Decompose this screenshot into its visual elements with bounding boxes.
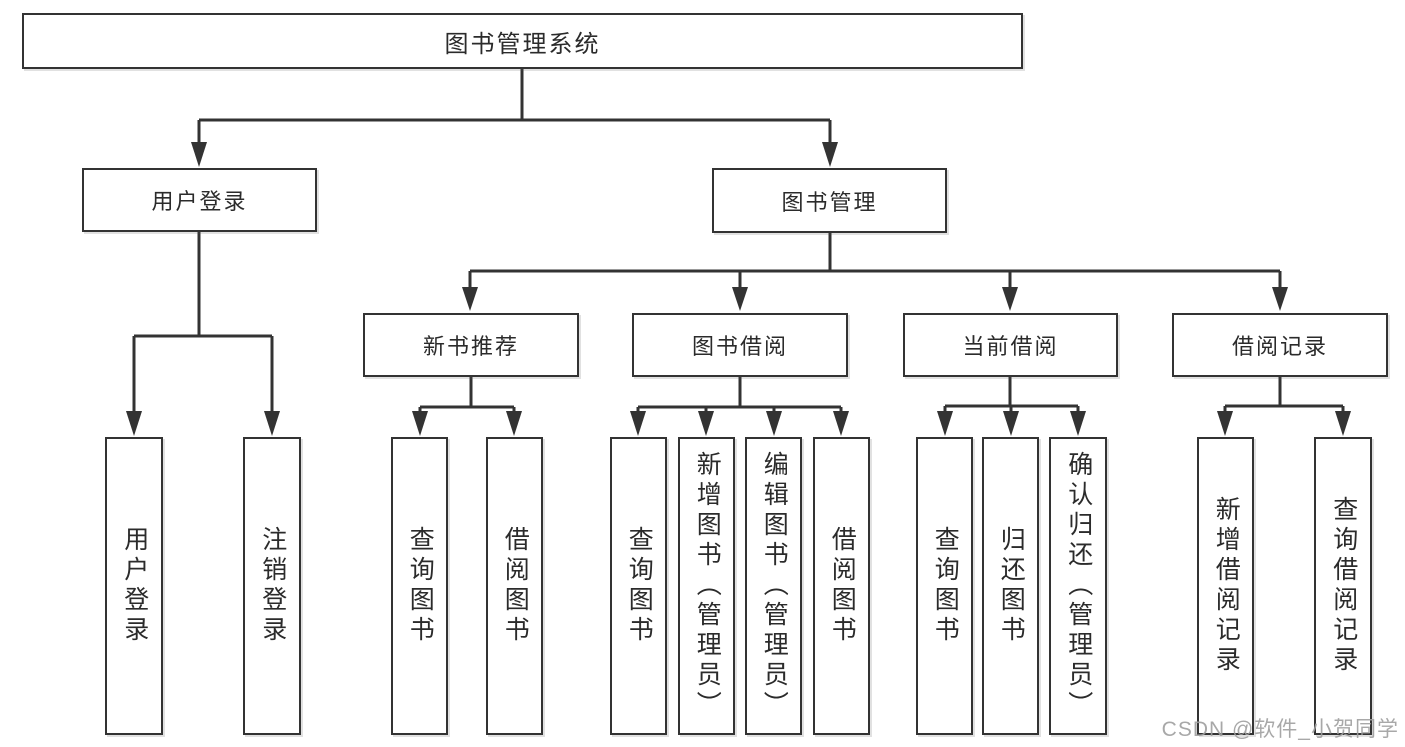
leaf-label: 查询借阅记录	[1329, 496, 1358, 676]
node-label: 当前借阅	[962, 334, 1059, 359]
leaf-label: 注销登录	[258, 526, 287, 646]
leaf-label: 用户登录	[120, 526, 149, 646]
node-label: 借阅记录	[1231, 334, 1328, 359]
leaf-label: 归还图书	[997, 526, 1026, 646]
node-label: 图书管理	[781, 189, 878, 215]
leaf-confirm-return-admin: 确认归还（管理员）	[1049, 437, 1107, 735]
node-label: 图书借阅	[691, 334, 788, 359]
node-label: 用户登录	[151, 189, 248, 214]
leaf-label: 借阅图书	[501, 526, 530, 646]
leaf-label: 新增借阅记录	[1212, 496, 1241, 676]
leaf-label: 新增图书（管理员）	[693, 451, 722, 721]
leaf-query-books-current: 查询图书	[916, 437, 973, 735]
leaf-label: 编辑图书（管理员）	[760, 451, 789, 721]
leaf-return-books: 归还图书	[982, 437, 1039, 735]
arrowheads	[126, 142, 1351, 436]
leaf-edit-books-admin: 编辑图书（管理员）	[745, 437, 802, 735]
leaf-query-books-recommend: 查询图书	[391, 437, 448, 735]
leaf-logout: 注销登录	[243, 437, 301, 735]
leaf-query-borrow-record: 查询借阅记录	[1314, 437, 1372, 735]
node-book-management: 图书管理	[712, 168, 947, 233]
leaf-borrow-books: 借阅图书	[813, 437, 870, 735]
leaf-label: 查询图书	[625, 526, 654, 646]
leaf-label: 查询图书	[931, 526, 960, 646]
node-book-borrow: 图书借阅	[632, 313, 848, 377]
node-new-book-recommend: 新书推荐	[363, 313, 579, 377]
leaf-label: 查询图书	[406, 526, 435, 646]
leaf-add-borrow-record: 新增借阅记录	[1197, 437, 1254, 735]
leaf-borrow-books-recommend: 借阅图书	[486, 437, 543, 735]
node-label: 新书推荐	[422, 334, 519, 359]
node-library-management-system: 图书管理系统	[22, 13, 1023, 69]
leaf-label: 确认归还（管理员）	[1064, 451, 1093, 721]
leaf-query-books-borrow: 查询图书	[610, 437, 667, 735]
node-user-login: 用户登录	[82, 168, 317, 232]
leaf-add-books-admin: 新增图书（管理员）	[678, 437, 735, 735]
watermark: CSDN @软件_小贺同学	[1161, 718, 1399, 741]
node-current-borrow: 当前借阅	[903, 313, 1118, 377]
node-borrow-records: 借阅记录	[1172, 313, 1388, 377]
leaf-user-login: 用户登录	[105, 437, 163, 735]
leaf-label: 借阅图书	[828, 526, 857, 646]
node-label: 图书管理系统	[444, 30, 601, 58]
